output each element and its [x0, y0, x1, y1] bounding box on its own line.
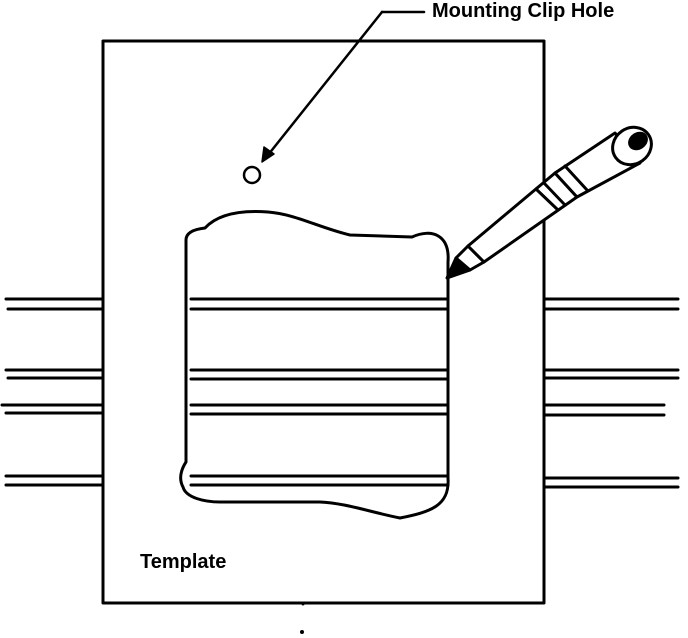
rail-lines-right [543, 297, 680, 489]
mounting-clip-hole-label: Mounting Clip Hole [432, 0, 615, 22]
template-sheet [101, 39, 546, 605]
template-label: Template [140, 551, 227, 573]
rail-lines-left [0, 297, 105, 487]
arrow-icon [261, 10, 426, 163]
scan-specks [300, 602, 305, 634]
pen-icon [445, 125, 653, 280]
cutout-outline [179, 210, 450, 520]
rail-lines-inner [189, 297, 450, 487]
mounting-clip-hole-icon [242, 165, 262, 185]
